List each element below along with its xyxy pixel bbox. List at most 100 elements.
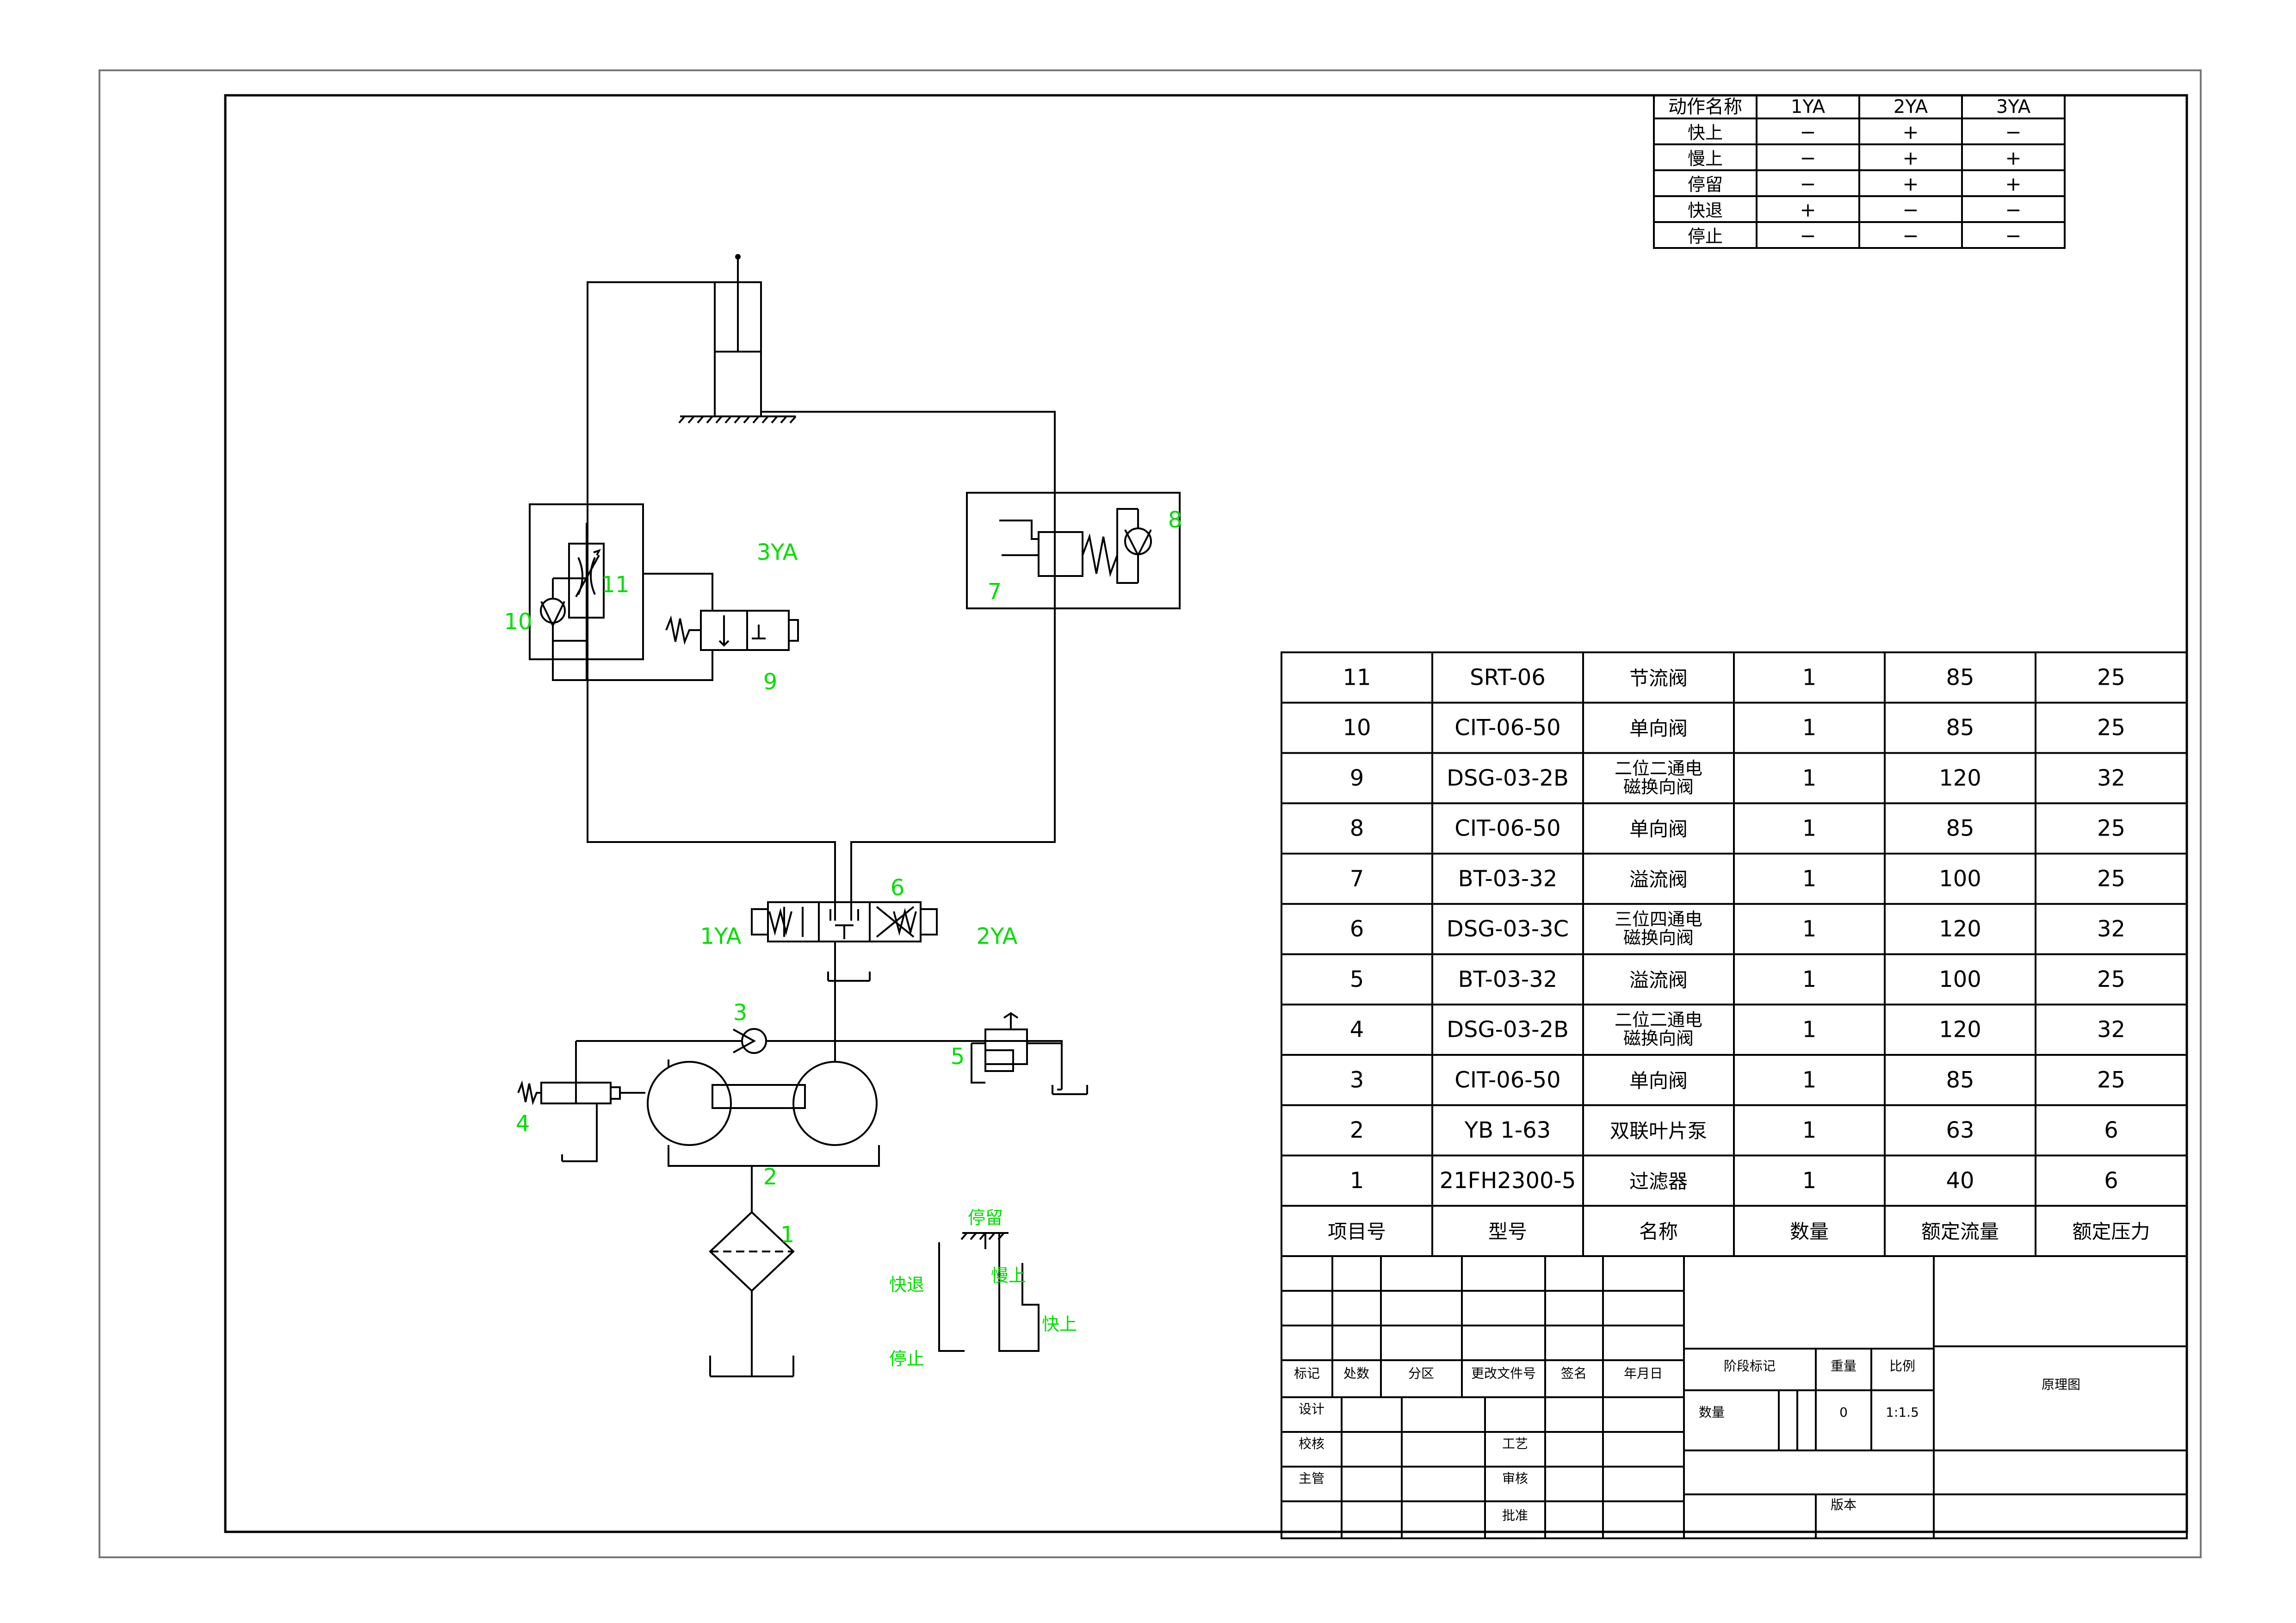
label-7: 7 [988,579,1002,605]
tb-approve: 批准 [1502,1508,1528,1523]
part-flow: 120 [1939,1017,1981,1043]
part-model: BT-03-32 [1458,866,1558,892]
part-flow: 85 [1946,715,1974,741]
cycle-diagram-icon [938,1232,1040,1352]
part-name: 单向阀 [1629,818,1688,841]
part-qty: 1 [1802,1017,1817,1043]
part-qty: 1 [1802,816,1817,842]
parts-header: 型号 [1488,1220,1527,1243]
parts-header: 项目号 [1328,1220,1386,1243]
part-no: 6 [1350,916,1364,942]
action-value: − [1800,173,1816,195]
tb-stage-mark: 阶段标记 [1724,1358,1776,1374]
cycle-fast-up: 快上 [1042,1314,1077,1334]
label-8: 8 [1168,507,1182,533]
action-header: 1YA [1791,96,1826,118]
label-4: 4 [516,1111,530,1137]
tb-weight-value: 0 [1839,1405,1848,1420]
label-2ya: 2YA [977,923,1018,949]
action-value: − [2005,121,2021,143]
outer-frame [99,69,2202,1558]
parts-grid [1281,652,2187,1256]
hydraulic-schematic [517,254,1181,1377]
pipe-right [761,411,1056,921]
action-name: 停止 [1688,226,1723,247]
action-table [1653,94,2066,249]
tb-mark: 标记 [1294,1366,1320,1381]
solenoid-valve-4-icon [517,1080,645,1162]
tb-quantity: 数量 [1699,1405,1725,1420]
part-name: 溢流阀 [1629,969,1688,991]
directional-valve-6-icon [751,901,938,982]
hydraulic-cylinder-icon [678,254,797,424]
cycle-labels: 停留 慢上 快退 快上 停止 [889,1208,1077,1369]
part-flow: 120 [1939,765,1981,791]
part-model: 21FH2300-5 [1440,1168,1576,1194]
part-pressure: 25 [2097,866,2125,892]
part-model: CIT-06-50 [1454,1067,1560,1093]
label-9: 9 [763,669,778,695]
action-value: + [1902,121,1918,143]
parts-header: 名称 [1639,1220,1678,1243]
tb-drawing-title: 原理图 [2042,1377,2080,1392]
action-name: 快退 [1688,200,1723,221]
tb-weight: 重量 [1831,1358,1857,1374]
throttle-check-valve-icon [529,503,644,680]
part-pressure: 32 [2097,765,2125,791]
part-pressure: 25 [2097,816,2125,842]
part-qty: 1 [1802,916,1817,942]
inner-frame [224,94,2188,1533]
part-no: 1 [1350,1168,1364,1194]
part-no: 5 [1350,966,1364,992]
part-pressure: 6 [2104,1168,2118,1194]
label-5: 5 [951,1044,965,1070]
tb-change-no: 更改文件号 [1471,1366,1536,1381]
title-block [1281,1255,2188,1539]
part-flow: 120 [1939,916,1981,942]
part-no: 9 [1350,765,1364,791]
part-name: 二位二通电 [1615,1010,1702,1030]
tb-version: 版本 [1831,1497,1857,1512]
part-qty: 1 [1802,1067,1817,1093]
parts-header: 数量 [1790,1220,1829,1243]
part-flow: 85 [1946,664,1974,690]
tb-review: 审核 [1502,1471,1528,1486]
action-value: + [1902,173,1918,195]
action-value: − [1902,224,1918,247]
label-10: 10 [504,609,532,635]
tb-count: 处数 [1343,1366,1369,1381]
cycle-stay: 停留 [968,1208,1003,1228]
action-value: − [1800,224,1816,247]
part-no: 8 [1350,816,1364,842]
action-value: − [1902,198,1918,221]
label-3: 3 [733,1000,748,1026]
part-qty: 1 [1802,866,1817,892]
tb-check: 校核 [1299,1436,1324,1451]
part-pressure: 32 [2097,916,2125,942]
label-1: 1 [780,1222,795,1248]
check-valve-3-icon [733,1028,767,1054]
part-name: 单向阀 [1629,1069,1688,1092]
action-value: + [1902,147,1918,169]
action-value: − [2005,224,2021,247]
tb-signature: 签名 [1561,1366,1587,1381]
part-model: CIT-06-50 [1454,816,1560,842]
part-flow: 40 [1946,1168,1974,1194]
action-header: 动作名称 [1668,96,1742,118]
tb-supervisor: 主管 [1299,1471,1324,1486]
solenoid-valve-9-icon [552,573,799,681]
part-pressure: 25 [2097,1067,2125,1093]
diagram-labels: 3YA 1YA 2YA 1 2 3 4 5 6 7 8 9 10 11 [504,507,1182,1248]
part-no: 7 [1350,866,1364,892]
label-1ya: 1YA [700,923,742,949]
label-11: 11 [601,572,629,598]
action-name: 停留 [1688,174,1723,195]
part-name: 磁换向阀 [1623,928,1694,948]
label-6: 6 [891,875,905,901]
part-name: 磁换向阀 [1623,777,1694,797]
action-value: − [1800,147,1816,169]
part-qty: 1 [1802,715,1817,741]
part-name: 双联叶片泵 [1610,1120,1707,1142]
part-flow: 100 [1939,966,1981,992]
